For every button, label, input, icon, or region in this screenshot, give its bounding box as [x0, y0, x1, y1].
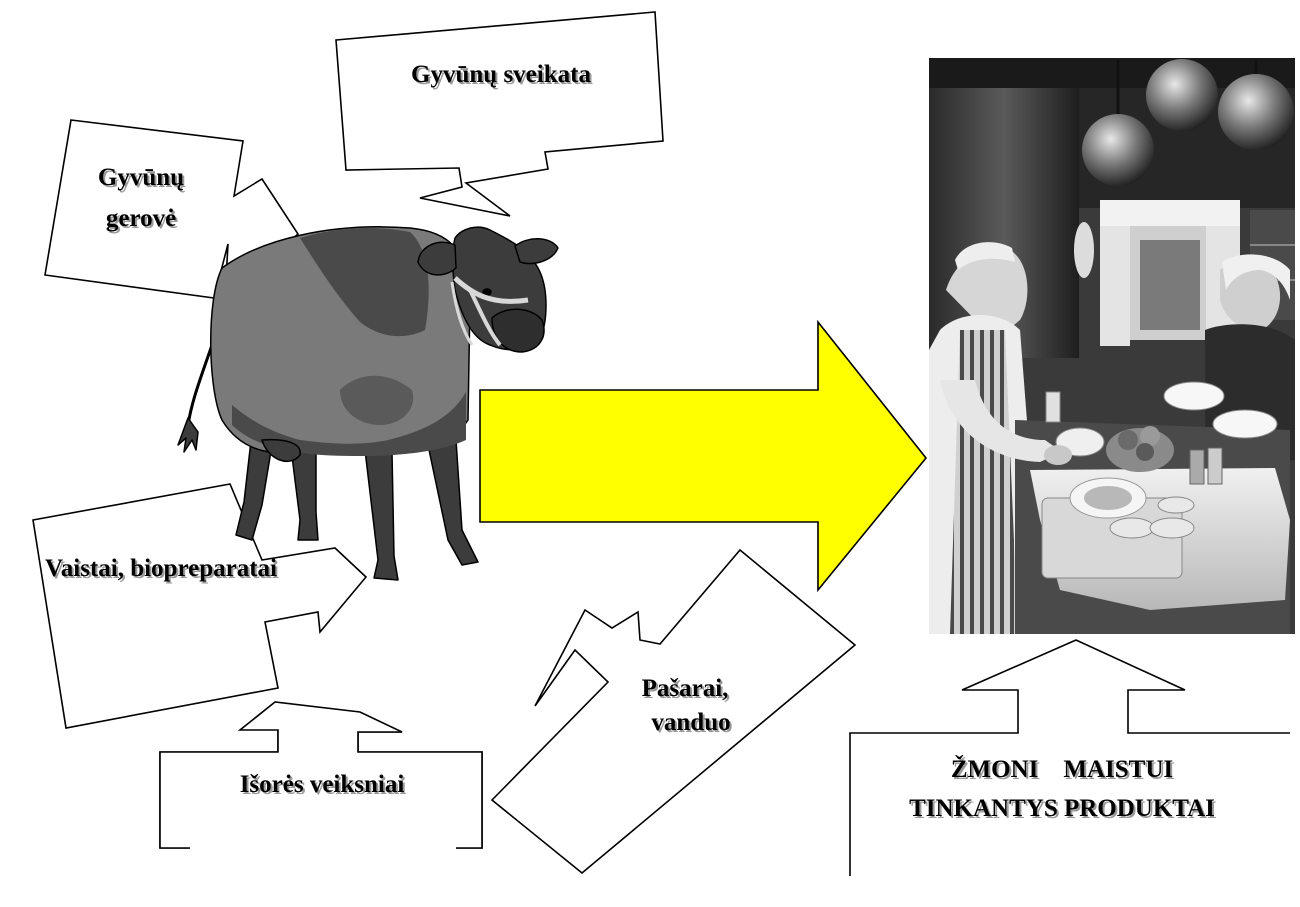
medicines-label: Vaistai, biopreparatai [45, 555, 277, 582]
callout-animal-health: Gyvūnų sveikata Gyvūnų sveikata [336, 12, 663, 216]
animal-welfare-label-line1: Gyvūnų [98, 164, 184, 191]
animal-welfare-label-line2: gerovė [106, 205, 176, 232]
human-food-label-line1: ŽMONI MAISTUI [951, 755, 1173, 783]
feed-water-label-line2: vanduo [651, 709, 730, 736]
main-yellow-arrow [480, 322, 926, 590]
animal-health-label: Gyvūnų sveikata [411, 61, 591, 88]
callout-feed-water: Pašarai, Pašarai, vanduo vanduo [492, 550, 855, 873]
kitchen-photo [929, 58, 1295, 634]
human-food-label-line2: TINKANTYS PRODUKTAI [909, 795, 1215, 822]
external-factors-label: Išorės veiksniai [240, 771, 405, 798]
callout-external-factors: Išorės veiksniai Išorės veiksniai [160, 702, 482, 848]
callout-human-food-products: ŽMONI MAISTUI ŽMONI MAISTUI TINKANTYS PR… [850, 640, 1290, 876]
feed-water-label-line1: Pašarai, [642, 675, 729, 702]
